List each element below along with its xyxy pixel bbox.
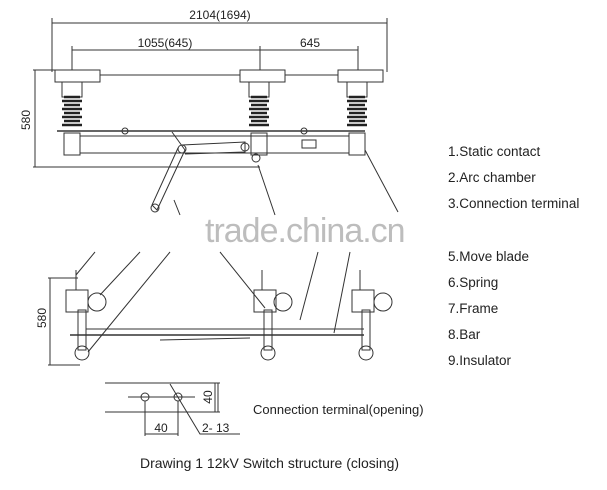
dim-top-height: 580 [19,110,33,130]
watermark: trade.china.cn [205,212,406,250]
dim-bottom-height: 580 [35,308,49,328]
legend-item: 7.Frame [448,301,499,316]
legend-item: 5.Move blade [448,249,530,264]
dim-right-span: 645 [300,36,320,50]
operating-handle [150,131,250,213]
terminal-caption: Connection terminal(opening) [253,402,424,417]
terminal-detail: 40 40 2- 13 [105,382,240,436]
insulator-middle [239,69,286,163]
insulator-right [337,69,384,156]
legend-item: 2.Arc chamber [448,170,536,185]
legend-item: 1.Static contact [448,144,541,159]
top-view [54,69,399,216]
dim-left-span: 1055(645) [138,36,193,50]
dim-terminal-spacing: 40 [154,421,168,435]
legend-item: 8.Bar [448,327,481,342]
dim-terminal-holes: 2- 13 [202,421,230,435]
dim-terminal-height: 40 [201,390,215,404]
pole-middle [253,270,293,361]
legend-item: 6.Spring [448,275,499,290]
legend-item: 3.Connection terminal [448,196,580,211]
legend-item: 9.Insulator [448,353,512,368]
drawing-caption: Drawing 1 12kV Switch structure (closing… [140,455,400,471]
dim-overall: 2104(1694) [189,8,250,22]
top-dimensions: 2104(1694) 1055(645) 645 580 [19,8,388,168]
bottom-view: 580 [35,251,393,366]
pole-left [65,270,107,361]
insulator-left [54,69,101,156]
pole-right [351,270,393,361]
